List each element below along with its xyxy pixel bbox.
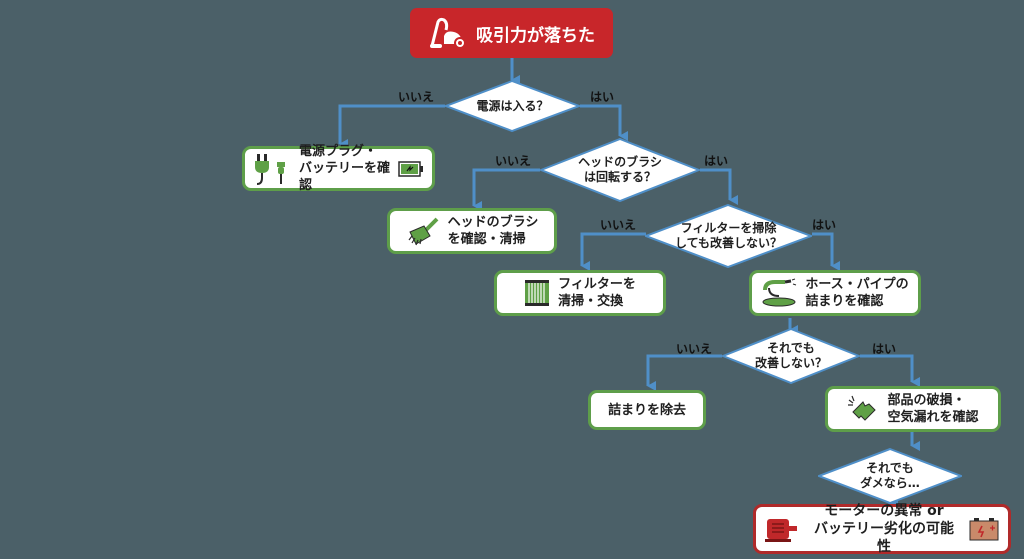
action-check-hose: ホース・パイプの 詰まりを確認 <box>749 270 921 316</box>
action-text: 詰まりを除去 <box>607 402 686 418</box>
brush-icon <box>408 217 439 246</box>
action-check-broken-parts: 部品の破損・ 空気漏れを確認 <box>825 386 1001 432</box>
action-text: 部品の破損・ 空気漏れを確認 <box>887 393 979 425</box>
hose-icon <box>762 278 797 307</box>
action-clean-brush: ヘッドのブラシ を確認・清掃 <box>387 208 557 254</box>
action-check-power: 電源プラグ・ バッテリーを確認 <box>242 144 435 193</box>
decision-still-failing: それでも ダメなら… <box>818 448 962 504</box>
no-label: いいえ <box>600 218 637 232</box>
action-text: 電源プラグ・ バッテリーを確認 <box>299 144 391 193</box>
yes-label: はい <box>590 90 615 104</box>
yes-label: はい <box>704 154 729 168</box>
final-result: モーターの異常 or バッテリー劣化の可能性 <box>753 503 1011 555</box>
decision-still-no-improvement: それでも 改善しない？ <box>722 328 860 384</box>
decision-filter: フィルターを掃除 しても改善しない？ <box>645 204 812 268</box>
car-battery-icon <box>969 518 999 541</box>
filter-icon <box>525 280 550 306</box>
action-text: ホース・パイプの 詰まりを確認 <box>805 277 909 309</box>
battery-icon <box>398 160 423 177</box>
action-remove-clog: 詰まりを除去 <box>588 390 706 430</box>
no-label: いいえ <box>398 90 435 104</box>
action-clean-filter: フィルターを 清掃・交換 <box>494 270 666 316</box>
decision-brush-rotates: ヘッドのブラシ は回転する？ <box>540 138 700 202</box>
yes-label: はい <box>872 342 897 356</box>
no-label: いいえ <box>676 342 713 356</box>
decision-text: フィルターを掃除 しても改善しない？ <box>674 221 783 250</box>
motor-icon <box>765 519 797 542</box>
start-title: 吸引力が落ちた <box>476 25 595 46</box>
final-text: モーターの異常 or バッテリー劣化の可能性 <box>814 503 954 555</box>
action-text: ヘッドのブラシ を確認・清掃 <box>447 215 539 247</box>
decision-text: 電源は入る？ <box>476 98 549 113</box>
start-node: 吸引力が落ちた <box>410 8 613 58</box>
action-text: フィルターを 清掃・交換 <box>558 277 636 309</box>
vacuum-cleaner-icon <box>430 17 466 49</box>
no-label: いいえ <box>495 154 532 168</box>
decision-power: 電源は入る？ <box>445 80 580 132</box>
decision-text: それでも ダメなら… <box>860 461 920 490</box>
yes-label: はい <box>812 218 837 232</box>
decision-text: ヘッドのブラシ は回転する？ <box>578 155 662 184</box>
plug-icon <box>255 153 285 185</box>
decision-text: それでも 改善しない？ <box>754 341 827 370</box>
broken-part-icon <box>848 395 877 421</box>
